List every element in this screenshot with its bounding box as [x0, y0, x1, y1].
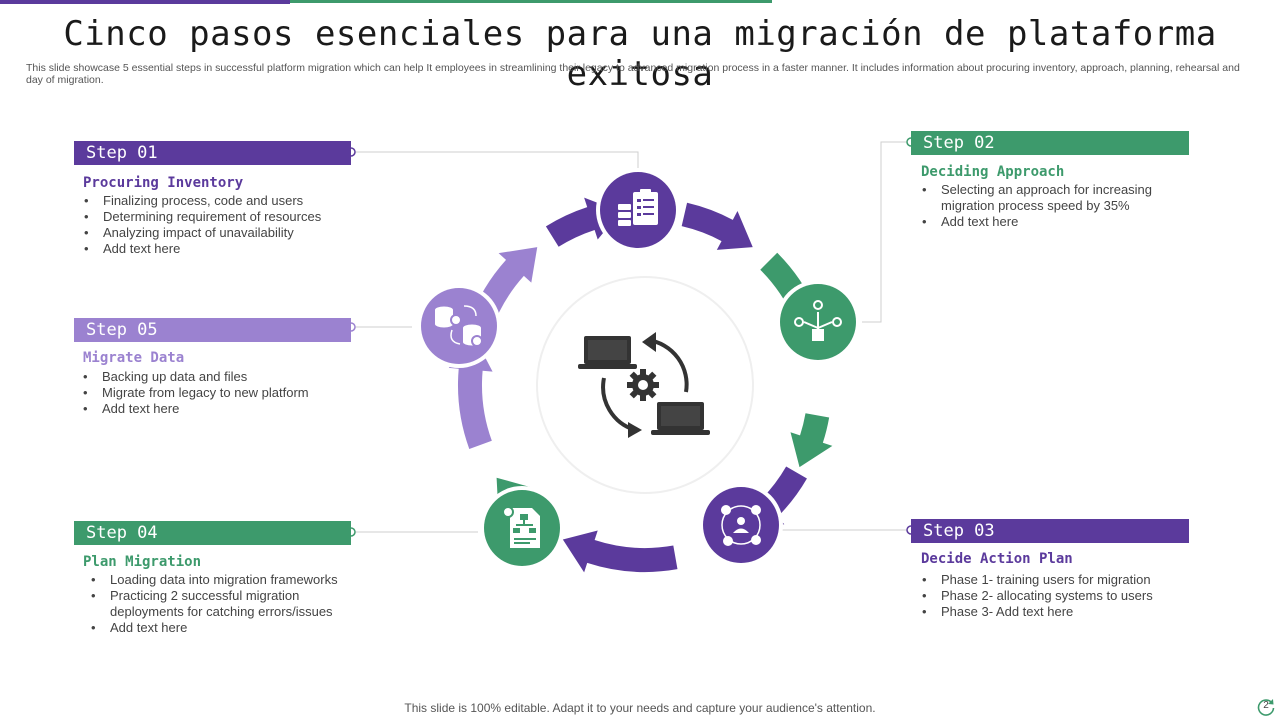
page-number-text: 2	[1263, 700, 1269, 711]
list-item: deployments for catching errors/issues	[110, 604, 333, 619]
step-05-label: Step 05	[86, 320, 158, 340]
list-item: migration process speed by 35%	[941, 198, 1130, 213]
laptop-sync-icon	[578, 332, 710, 438]
list-item: Phase 3- Add text here	[921, 604, 1153, 620]
list-item: Backing up data and files	[82, 369, 309, 385]
step-02-heading: Deciding Approach	[921, 164, 1065, 180]
step-05-bullets: Backing up data and files Migrate from l…	[82, 369, 309, 417]
flowchart-document-icon	[502, 506, 540, 548]
list-item: Practicing 2 successful migration	[90, 588, 338, 604]
database-gear-icon	[435, 305, 483, 347]
step-05-bar: Step 05	[74, 318, 351, 342]
step-04-heading: Plan Migration	[83, 554, 202, 570]
page-subtitle: This slide showcase 5 essential steps in…	[26, 62, 1240, 86]
step-02-bullets: Selecting an approach for increasing mig…	[921, 182, 1152, 230]
node-step-04	[480, 486, 564, 570]
list-item: Add text here	[90, 620, 338, 636]
connector-step-01	[352, 151, 639, 170]
cycle-arrow-3	[790, 413, 833, 468]
step-03-label: Step 03	[923, 521, 995, 541]
step-01-heading: Procuring Inventory	[83, 175, 244, 191]
node-step-01	[596, 168, 680, 252]
refresh-icon	[1257, 699, 1275, 716]
list-item: Add text here	[83, 241, 321, 257]
step-04-bullets: Loading data into migration frameworks P…	[90, 572, 338, 636]
step-02-bar: Step 02	[911, 131, 1189, 155]
top-accent-purple	[0, 0, 290, 4]
footer-note: This slide is 100% editable. Adapt it to…	[404, 701, 876, 715]
step-01-bar: Step 01	[74, 141, 351, 165]
cycle-arrow-5	[562, 530, 678, 573]
cycle-arrow-1	[681, 202, 753, 250]
connector-lines	[352, 141, 910, 533]
step-03-heading: Decide Action Plan	[921, 551, 1073, 567]
step-03-bar: Step 03	[911, 519, 1189, 543]
list-item: Phase 2- allocating systems to users	[921, 588, 1153, 604]
step-04-label: Step 04	[86, 523, 158, 543]
direction-arrows-icon	[794, 300, 842, 341]
list-item: Migrate from legacy to new platform	[82, 385, 309, 401]
list-item: Add text here	[921, 214, 1152, 230]
step-04-bar: Step 04	[74, 521, 351, 545]
list-item: Selecting an approach for increasing	[921, 182, 1152, 198]
list-item: Finalizing process, code and users	[83, 193, 321, 209]
user-network-icon	[721, 505, 761, 546]
list-item: Loading data into migration frameworks	[90, 572, 338, 588]
step-05-heading: Migrate Data	[83, 350, 185, 366]
node-step-03	[699, 483, 783, 567]
checklist-server-icon	[618, 189, 658, 226]
list-item: Determining requirement of resources	[83, 209, 321, 225]
node-step-02	[776, 280, 860, 364]
step-01-bullets: Finalizing process, code and users Deter…	[83, 193, 321, 257]
step-02-label: Step 02	[923, 133, 995, 153]
step-01-label: Step 01	[86, 143, 158, 163]
list-item: Phase 1- training users for migration	[921, 572, 1153, 588]
page-number: 2	[1256, 697, 1276, 717]
list-item: Analyzing impact of unavailability	[83, 225, 321, 241]
connector-step-02	[862, 141, 910, 323]
top-accent-green	[290, 0, 772, 3]
step-03-bullets: Phase 1- training users for migration Ph…	[921, 572, 1153, 620]
page-title: Cinco pasos esenciales para una migració…	[63, 14, 1217, 94]
list-item: Add text here	[82, 401, 309, 417]
node-step-05	[417, 284, 501, 368]
